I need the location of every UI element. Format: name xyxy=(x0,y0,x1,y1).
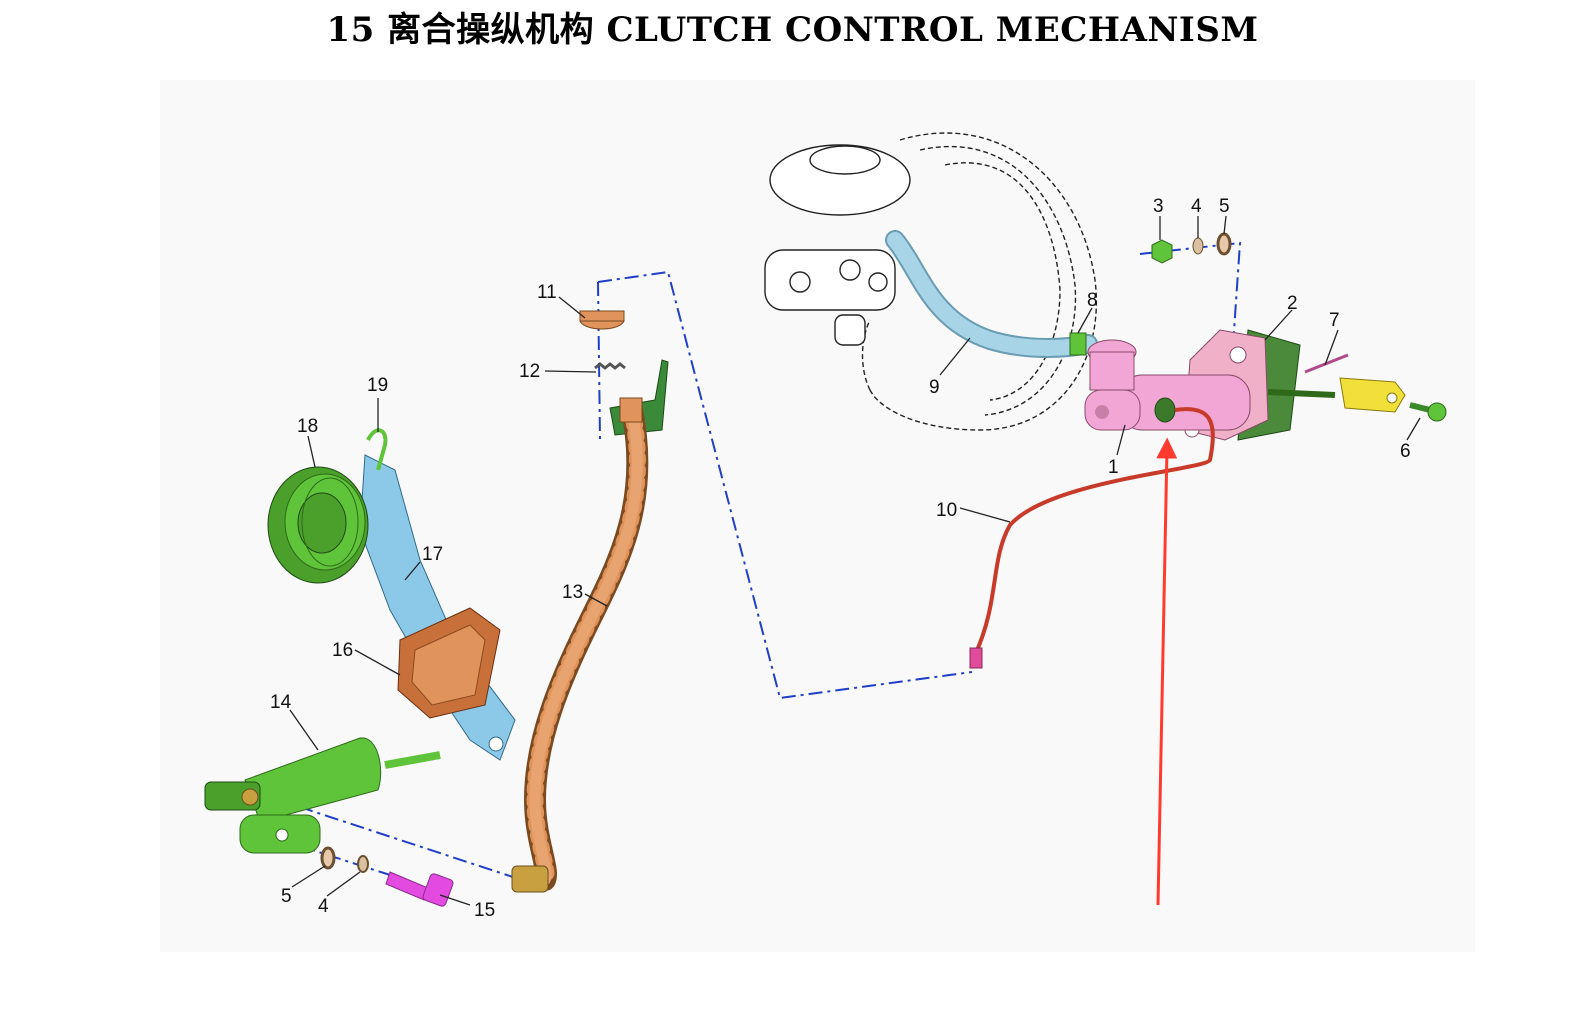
callout-5-top: 5 xyxy=(1219,196,1230,217)
push-rod xyxy=(1267,389,1336,398)
master-cylinder-body xyxy=(764,249,896,311)
retaining-spring-19 xyxy=(366,428,388,471)
callout-8: 8 xyxy=(1087,290,1098,311)
callout-7: 7 xyxy=(1329,310,1340,331)
callout-11: 11 xyxy=(537,282,557,303)
reservior-cap xyxy=(809,145,881,175)
washer-5-bottom xyxy=(320,846,336,870)
callout-18: 18 xyxy=(297,416,318,437)
nut-3 xyxy=(1151,239,1173,264)
lock-washer-12 xyxy=(594,362,626,370)
washer-4-bottom xyxy=(357,855,369,873)
release-bearing-18 xyxy=(267,466,369,584)
callout-16: 16 xyxy=(332,640,353,661)
hose-clamp-8 xyxy=(1069,332,1087,356)
dust-boot-16 xyxy=(397,607,501,719)
callout-15: 15 xyxy=(474,900,495,921)
washer-4-top xyxy=(1192,237,1204,255)
clevis xyxy=(1339,377,1406,413)
pipe-fitting xyxy=(969,647,983,669)
callout-2: 2 xyxy=(1287,293,1298,314)
page-title: 15 离合操纵机构 CLUTCH CONTROL MECHANISM xyxy=(326,10,1259,50)
clutch-pipe-10 xyxy=(973,407,1215,656)
callout-13: 13 xyxy=(562,582,583,603)
callout-5-bottom: 5 xyxy=(281,886,292,907)
callout-14: 14 xyxy=(270,692,292,713)
callout-1: 1 xyxy=(1108,457,1119,478)
bolt-6 xyxy=(1409,402,1447,422)
callout-labels: 1 2 3 4 5 6 7 8 9 10 11 12 13 14 15 16 1… xyxy=(270,196,1411,921)
clutch-master-cylinder-1 xyxy=(1084,339,1251,431)
callout-12: 12 xyxy=(519,361,540,382)
brake-booster-outline xyxy=(764,132,1097,431)
callout-4-top: 4 xyxy=(1191,196,1202,217)
slave-cylinder-14 xyxy=(204,737,441,854)
leader-lines xyxy=(289,215,1421,906)
callout-3: 3 xyxy=(1153,196,1164,217)
callout-6: 6 xyxy=(1400,441,1411,462)
hose-end-fitting xyxy=(511,865,549,893)
callout-17: 17 xyxy=(422,544,443,565)
callout-19: 19 xyxy=(367,375,388,396)
pin-7 xyxy=(1304,353,1349,374)
bolt-15 xyxy=(385,871,454,907)
callout-10: 10 xyxy=(936,500,957,521)
callout-9: 9 xyxy=(929,377,940,398)
callout-4-bottom: 4 xyxy=(318,896,329,917)
washer-5-top xyxy=(1216,232,1232,256)
indicator-arrow xyxy=(1156,437,1178,906)
